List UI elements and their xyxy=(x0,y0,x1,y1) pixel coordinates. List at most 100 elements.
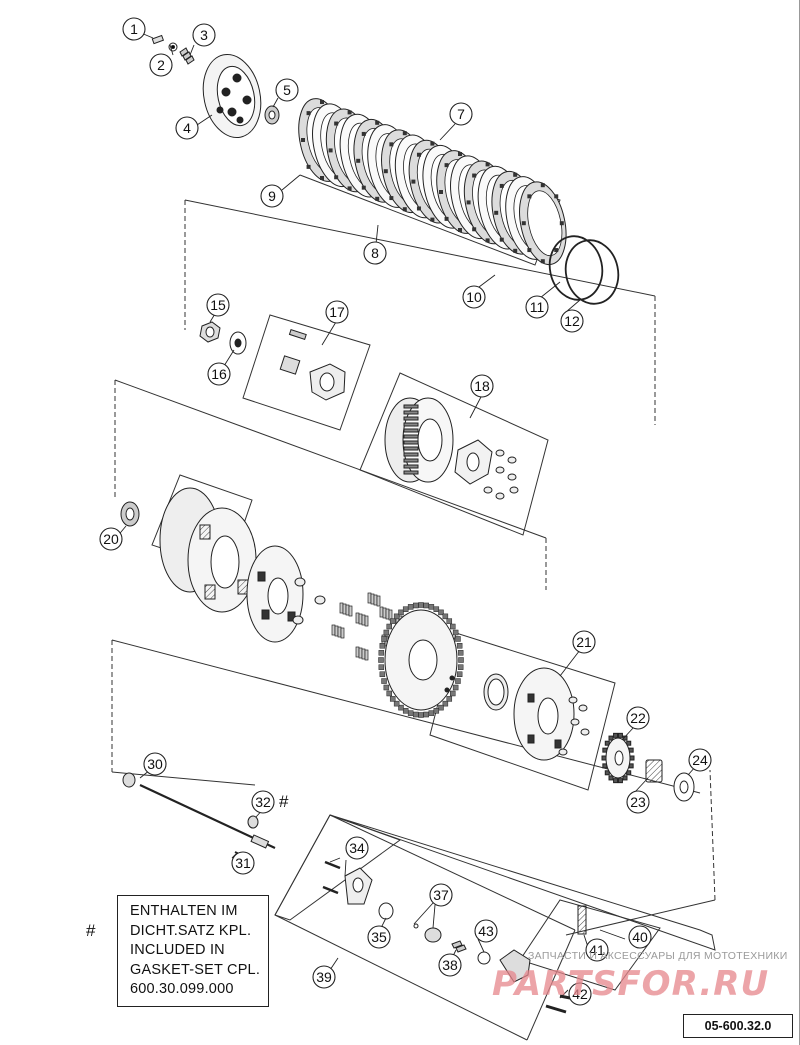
watermark-logo: PARTSFOR.RU xyxy=(492,964,770,1004)
hub-spline xyxy=(403,470,419,475)
gear-tooth xyxy=(449,623,456,630)
callout-4: 4 xyxy=(175,116,199,140)
callout-39: 39 xyxy=(312,965,336,989)
gear-tooth xyxy=(386,623,393,630)
gear-tooth xyxy=(378,664,385,670)
sprocket-tooth xyxy=(601,755,607,761)
gear-tooth xyxy=(456,671,463,677)
hub-spline xyxy=(403,452,419,457)
gear-tooth xyxy=(423,711,429,718)
hub-spline xyxy=(403,440,419,445)
svg-text:24: 24 xyxy=(692,752,708,768)
gear-tooth xyxy=(402,708,409,714)
pressure-plate-part-4 xyxy=(202,54,262,138)
callout-10: 10 xyxy=(462,285,486,309)
damper-spring xyxy=(355,612,369,627)
gear-tooth xyxy=(393,700,400,707)
clutch-plate xyxy=(519,181,567,266)
gear-tooth xyxy=(389,696,396,702)
svg-text:39: 39 xyxy=(316,969,332,985)
gear-tooth xyxy=(418,602,424,608)
hub-spline xyxy=(403,404,419,409)
screw-part-1 xyxy=(151,34,165,45)
gear-tooth xyxy=(407,710,414,716)
callout-labels: 1234578910111215161718202122232430313234… xyxy=(99,17,712,1006)
gear-tooth xyxy=(442,613,449,620)
part-32-hash-mark: # xyxy=(279,792,289,811)
sprocket-tooth xyxy=(617,732,623,738)
callout-37: 37 xyxy=(429,883,453,907)
gear-tooth xyxy=(446,696,453,702)
gear-tooth xyxy=(378,657,384,663)
gear-tooth xyxy=(413,711,419,718)
svg-text:3: 3 xyxy=(200,27,208,43)
gear-tooth xyxy=(438,704,444,711)
bolt-21 xyxy=(568,696,578,704)
svg-text:10: 10 xyxy=(466,289,482,305)
hub-spline xyxy=(403,464,419,469)
callout-12: 12 xyxy=(560,309,584,333)
needle-bearing-part-20 xyxy=(120,501,140,527)
bolt-21 xyxy=(578,704,588,712)
damper-spring xyxy=(355,646,369,661)
callout-32: 32 xyxy=(251,790,275,814)
svg-text:1: 1 xyxy=(130,21,138,37)
callout-1: 1 xyxy=(122,17,146,41)
gear-tooth xyxy=(381,678,387,684)
bolt-21 xyxy=(580,728,590,736)
callout-42: 42 xyxy=(568,982,592,1006)
gear-tooth xyxy=(379,643,386,649)
damper-pin xyxy=(314,595,326,605)
hub-spline xyxy=(403,410,419,415)
callout-22: 22 xyxy=(626,706,650,730)
gear-tooth xyxy=(457,664,464,670)
part-17-assembly xyxy=(279,328,346,401)
push-rod-30 xyxy=(122,772,276,849)
gear-tooth xyxy=(381,636,387,642)
svg-text:12: 12 xyxy=(564,313,580,329)
callout-17: 17 xyxy=(325,300,349,324)
callout-9: 9 xyxy=(260,184,284,208)
parts-top xyxy=(151,34,280,138)
gear-tooth xyxy=(379,671,386,677)
gear-tooth xyxy=(452,684,459,691)
gear-tooth xyxy=(378,650,385,656)
part-21-plate xyxy=(483,667,575,761)
clutch-plate-stack xyxy=(298,98,567,266)
svg-text:21: 21 xyxy=(576,634,592,650)
svg-text:8: 8 xyxy=(371,245,379,261)
svg-text:5: 5 xyxy=(283,82,291,98)
svg-text:31: 31 xyxy=(235,855,251,871)
gear-tooth xyxy=(438,609,444,616)
gear-tooth xyxy=(423,602,429,609)
svg-text:16: 16 xyxy=(211,366,227,382)
gear-tooth xyxy=(442,700,449,707)
callout-21: 21 xyxy=(572,630,596,654)
gear-tooth xyxy=(458,657,464,663)
hub-spline xyxy=(403,458,419,463)
sprocket-tooth xyxy=(613,732,619,738)
callout-20: 20 xyxy=(99,527,123,551)
callout-30: 30 xyxy=(143,752,167,776)
svg-text:22: 22 xyxy=(630,710,646,726)
svg-text:34: 34 xyxy=(349,840,365,856)
svg-text:23: 23 xyxy=(630,794,646,810)
damper-spring xyxy=(339,602,353,617)
sprocket-22 xyxy=(601,732,635,784)
gear-tooth xyxy=(456,643,463,649)
svg-text:4: 4 xyxy=(183,120,191,136)
legend-line-2: DICHT.SATZ KPL. xyxy=(130,922,252,939)
gear-tooth xyxy=(452,629,459,636)
gear-tooth xyxy=(455,636,461,642)
sprocket-tooth xyxy=(622,775,628,781)
damper-spring xyxy=(331,624,345,639)
hub-bolt xyxy=(495,449,505,457)
sprocket-tooth xyxy=(604,740,610,746)
primary-gear xyxy=(378,602,464,718)
gear-tooth xyxy=(428,710,435,716)
svg-text:42: 42 xyxy=(572,986,588,1002)
callout-35: 35 xyxy=(367,925,391,949)
callout-41: 41 xyxy=(585,938,609,962)
callout-43: 43 xyxy=(474,919,498,943)
